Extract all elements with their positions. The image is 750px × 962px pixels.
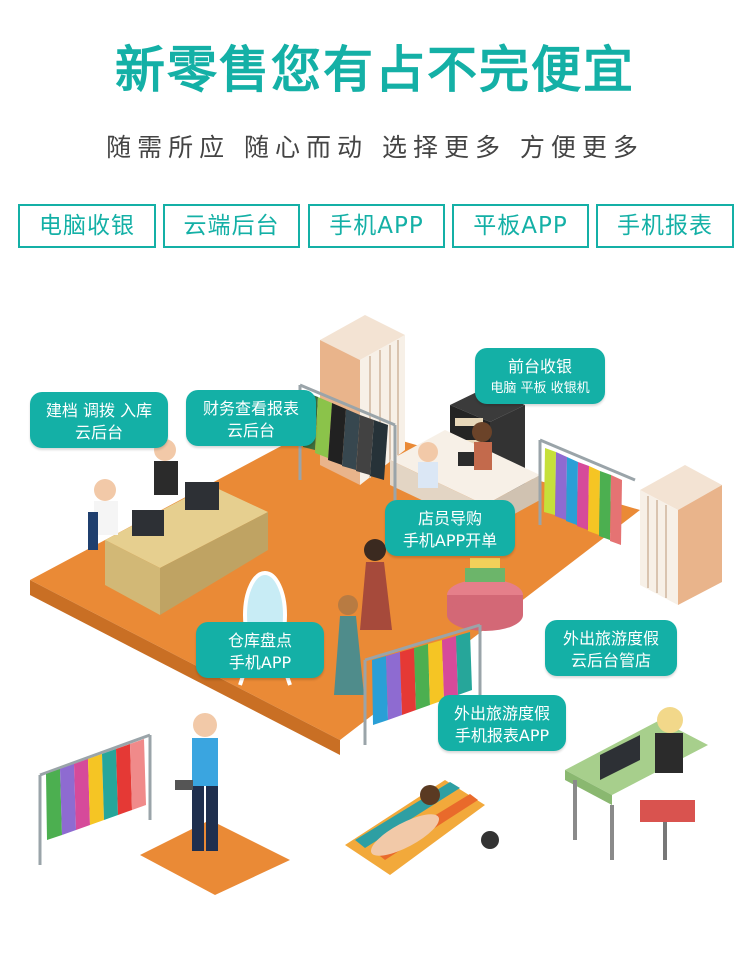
callout-archive-line1: 建档 调拨 入库 xyxy=(45,401,153,420)
office-staff xyxy=(88,439,178,550)
callout-travel-store-line2: 云后台管店 xyxy=(570,651,651,670)
feature-tag-cloud-backend: 云端后台 xyxy=(163,204,300,248)
callout-front-desk: 前台收银 电脑 平板 收银机 xyxy=(475,348,605,404)
callout-travel-report-line1: 外出旅游度假 xyxy=(453,704,550,723)
feature-tags: 电脑收银 云端后台 手机APP 平板APP 手机报表 xyxy=(18,204,734,250)
remote-desk xyxy=(565,707,708,860)
feature-tag-pc-cashier: 电脑收银 xyxy=(18,204,156,248)
clothes-rack-right xyxy=(538,438,636,545)
clothes-rack-front xyxy=(363,623,482,745)
cashier-figures xyxy=(418,422,492,488)
callout-travel-store: 外出旅游度假 云后台管店 xyxy=(545,620,677,676)
callout-front-desk-line2: 电脑 平板 收银机 xyxy=(490,381,590,396)
callout-front-desk-line1: 前台收银 xyxy=(507,357,572,376)
callout-finance: 财务查看报表 云后台 xyxy=(186,390,316,446)
callout-travel-report-line2: 手机报表APP xyxy=(454,726,550,745)
callout-clerk: 店员导购 手机APP开单 xyxy=(385,500,515,556)
page-subtitle: 随需所应 随心而动 选择更多 方便更多 xyxy=(106,133,644,162)
callout-warehouse: 仓库盘点 手机APP xyxy=(196,622,324,678)
callout-archive: 建档 调拨 入库 云后台 xyxy=(30,392,168,448)
callout-archive-line2: 云后台 xyxy=(74,423,123,442)
callout-travel-store-line1: 外出旅游度假 xyxy=(562,629,659,648)
page-title: 新零售您有占不完便宜 xyxy=(115,41,635,99)
feature-tag-tablet-app: 平板APP xyxy=(452,204,589,248)
callout-finance-line2: 云后台 xyxy=(226,421,275,440)
office-desk xyxy=(105,482,268,615)
shoppers xyxy=(334,539,392,695)
callout-finance-line1: 财务查看报表 xyxy=(202,399,299,418)
product-table xyxy=(447,558,523,631)
fitting-room-right xyxy=(640,465,722,605)
feature-tag-mobile-report: 手机报表 xyxy=(596,204,734,248)
callout-clerk-line1: 店员导购 xyxy=(417,509,482,528)
feature-tag-mobile-app: 手机APP xyxy=(308,204,445,248)
callout-warehouse-line2: 手机APP xyxy=(228,653,292,672)
warehouse-area xyxy=(140,713,290,895)
store-floor-edge xyxy=(30,580,340,755)
clothes-rack-warehouse xyxy=(38,733,152,865)
callout-warehouse-line1: 仓库盘点 xyxy=(227,631,292,650)
beach-lounger xyxy=(345,780,499,875)
callout-clerk-line2: 手机APP开单 xyxy=(402,531,498,550)
callout-travel-report: 外出旅游度假 手机报表APP xyxy=(438,695,566,751)
